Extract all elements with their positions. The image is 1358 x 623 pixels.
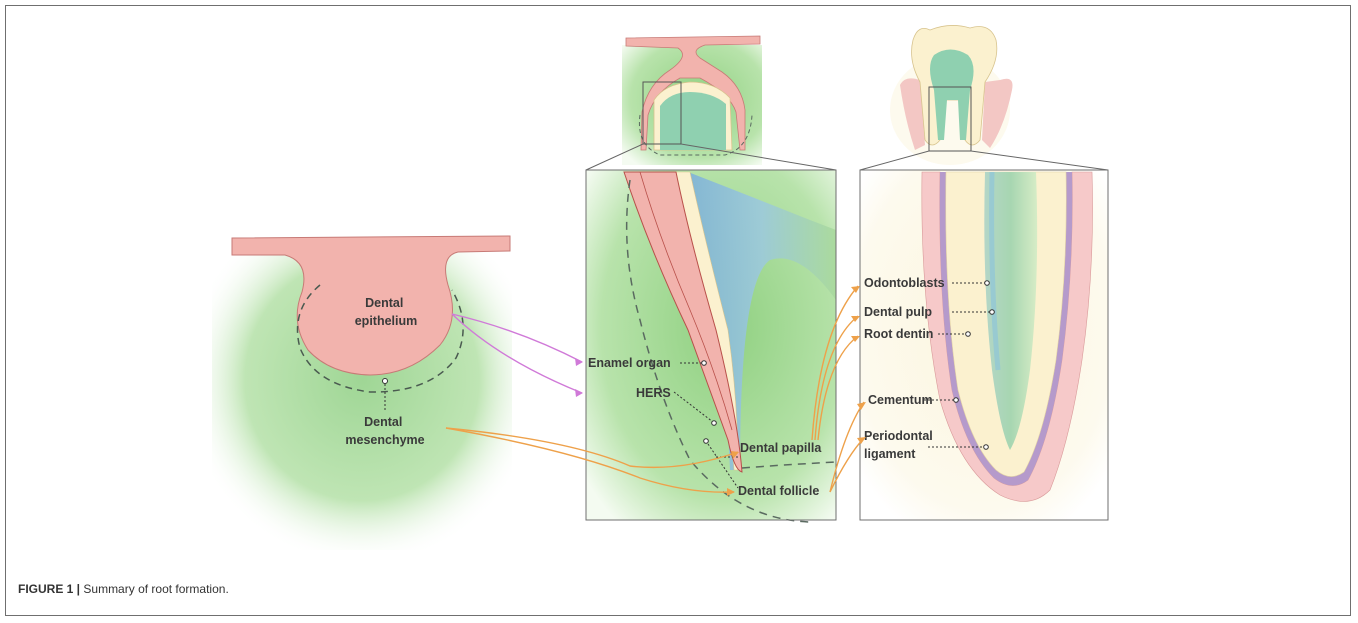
caption-text: Summary of root formation.: [83, 582, 228, 596]
cementum-marker: [954, 398, 959, 403]
mesenchyme-marker: [383, 379, 388, 384]
label-dental-papilla: Dental papilla: [740, 441, 822, 455]
arrowhead-hers: [575, 389, 583, 397]
zoom-line-right-a: [860, 151, 929, 170]
hers-marker: [712, 421, 717, 426]
label-dental-pulp: Dental pulp: [864, 305, 932, 319]
arrowhead-enamel: [575, 358, 583, 366]
label-cementum: Cementum: [868, 393, 933, 407]
mature-tooth: [890, 25, 1013, 165]
follicle-marker: [704, 439, 709, 444]
arrowhead-odontoblasts: [851, 286, 860, 293]
label-odontoblasts: Odontoblasts: [864, 276, 945, 290]
figure-caption: FIGURE 1 | Summary of root formation.: [18, 582, 229, 596]
dentin-marker: [966, 332, 971, 337]
left-bud-stage: Dental epithelium Dental mesenchyme: [212, 236, 512, 550]
label-hers: HERS: [636, 386, 671, 400]
odontoblasts-marker: [985, 281, 990, 286]
bell-papilla: [660, 92, 726, 150]
enamel-organ-marker: [702, 361, 707, 366]
label-dental-follicle: Dental follicle: [738, 484, 819, 498]
label-root-dentin: Root dentin: [864, 327, 933, 341]
middle-root-panel: Enamel organ HERS Dental papilla Dental …: [586, 170, 836, 522]
label-enamel-organ: Enamel organ: [588, 356, 671, 370]
figure-number: FIGURE 1 |: [18, 582, 80, 596]
right-root-panel: Odontoblasts Dental pulp Root dentin Cem…: [860, 170, 1108, 520]
zoom-line-right-b: [971, 151, 1108, 170]
pulp-marker: [990, 310, 995, 315]
pdl-marker: [984, 445, 989, 450]
